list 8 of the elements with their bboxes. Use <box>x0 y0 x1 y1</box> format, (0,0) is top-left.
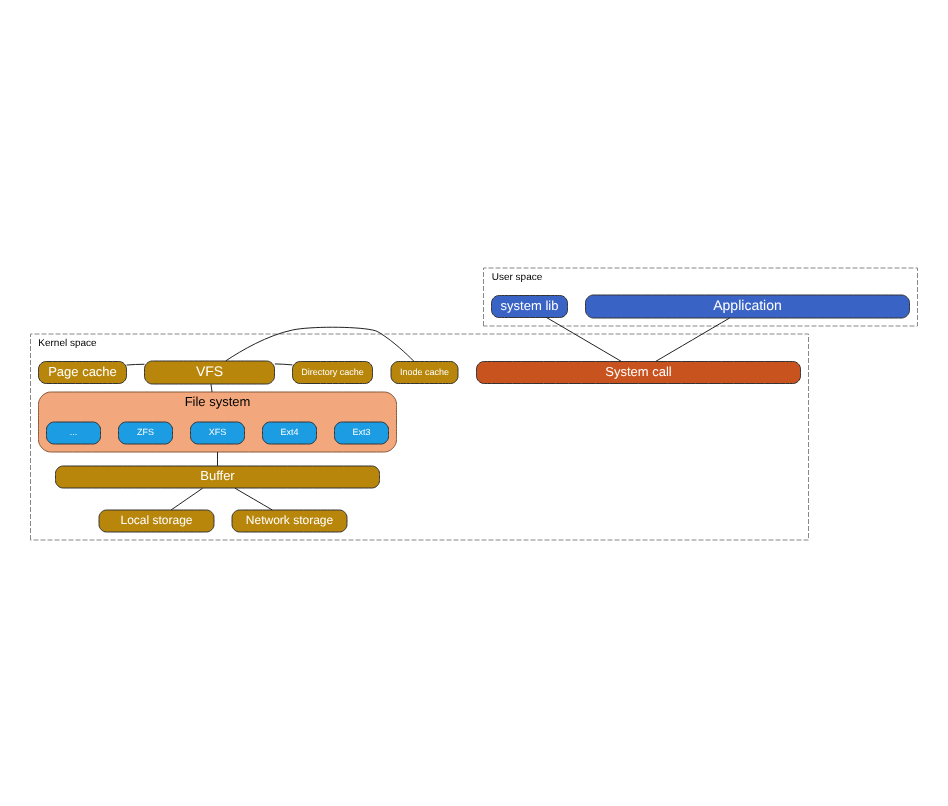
connector <box>217 450 218 466</box>
connector <box>274 362 293 365</box>
connector <box>126 362 145 365</box>
connector <box>234 486 273 510</box>
connector <box>655 316 730 361</box>
connector <box>210 382 213 392</box>
connector <box>225 325 415 361</box>
connector <box>170 486 204 510</box>
